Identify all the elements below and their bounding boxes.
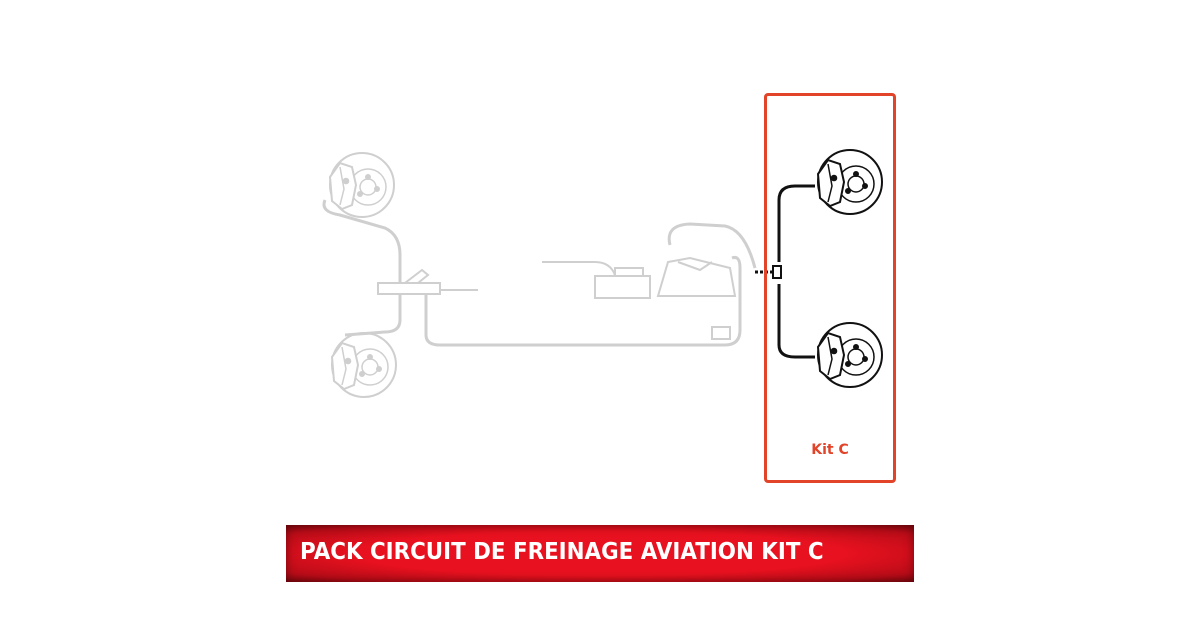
brake-disc-front-left: [328, 151, 396, 219]
banner-title: PACK CIRCUIT DE FREINAGE AVIATION KIT C: [300, 539, 824, 565]
front-circuit-kit-c: [755, 148, 884, 389]
title-banner: PACK CIRCUIT DE FREINAGE AVIATION KIT C: [286, 525, 914, 582]
kit-c-highlight-box: Kit C: [764, 93, 896, 483]
kit-label: Kit C: [811, 442, 849, 458]
rear-circuit-inactive: [322, 151, 757, 399]
brake-disc-rear-left: [330, 331, 398, 399]
